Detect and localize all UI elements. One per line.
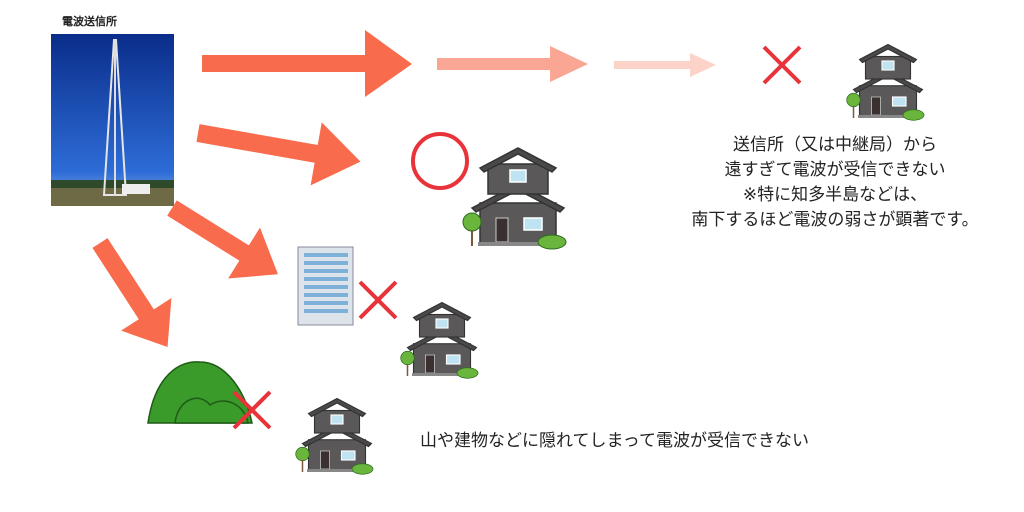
building-icon [297, 246, 354, 326]
tower-label: 電波送信所 [62, 15, 117, 28]
tower-photo [51, 34, 174, 206]
arrow-icon [202, 30, 412, 97]
note-line: 遠すぎて電波が受信できない [724, 160, 946, 180]
arrow-icon [437, 46, 588, 82]
far-distance-note: 送信所（又は中継局）から 遠すぎて電波が受信できない ※特に知多半島などは、 南… [655, 133, 1015, 233]
cross-icon [762, 45, 802, 85]
house-icon [462, 147, 567, 250]
arrow-icon [167, 200, 279, 279]
note-line: 南下するほど電波の弱さが顕著です。 [691, 210, 979, 230]
mountain-icon [147, 361, 253, 424]
note-line: ※特に知多半島などは、 [742, 185, 928, 205]
circle-icon [411, 132, 469, 190]
arrow-icon [196, 122, 361, 186]
house-icon [846, 43, 925, 121]
house-icon [400, 301, 479, 379]
arrow-icon [92, 238, 172, 347]
arrow-icon [614, 53, 716, 77]
blocked-note: 山や建物などに隠れてしまって電波が受信できない [420, 431, 809, 451]
note-line: 送信所（又は中継局）から [733, 135, 937, 155]
cross-icon [358, 280, 398, 320]
house-icon [295, 397, 374, 475]
